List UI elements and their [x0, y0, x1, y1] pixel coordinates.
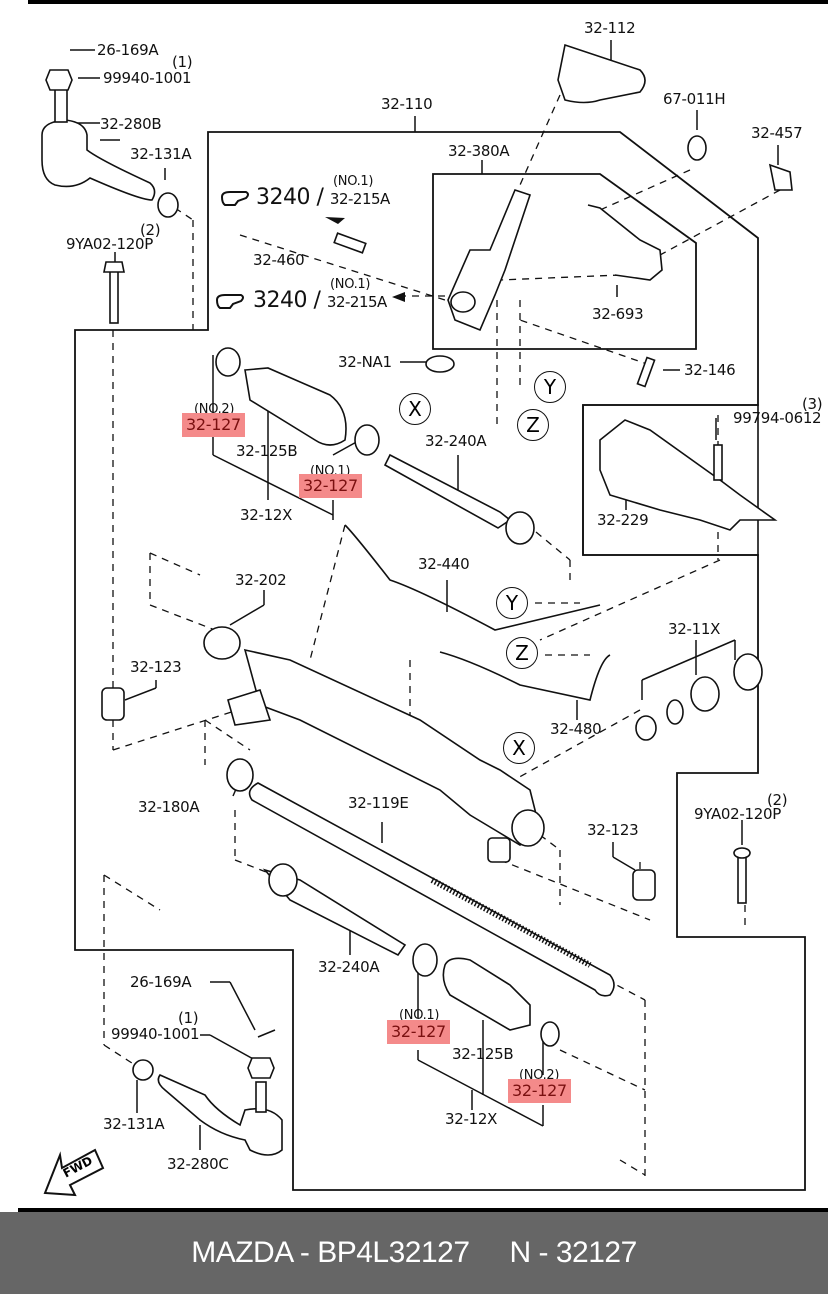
- label-32-123: 32-123: [130, 658, 182, 676]
- highlighted-part-32-127[interactable]: 32-127: [182, 413, 245, 437]
- no-label: (NO.1): [399, 1008, 440, 1023]
- label-32-180A: 32-180A: [138, 798, 200, 816]
- callout-z: Z: [517, 409, 549, 441]
- label-32-119E: 32-119E: [348, 794, 409, 812]
- label-99794-0612: 99794-0612: [733, 409, 822, 427]
- label-99940-1001: 99940-1001: [103, 69, 192, 87]
- label-32-112: 32-112: [584, 19, 636, 37]
- label-32-NA1: 32-NA1: [338, 353, 392, 371]
- highlighted-part-32-127[interactable]: 32-127: [387, 1020, 450, 1044]
- callout-z: Z: [506, 637, 538, 669]
- diagram-linework: [41, 40, 806, 1197]
- label-67-011H: 67-011H: [663, 90, 726, 108]
- label-32-240A: 32-240A: [318, 958, 380, 976]
- label-32-146: 32-146: [684, 361, 736, 379]
- label-32-11X: 32-11X: [668, 620, 721, 638]
- highlighted-part-32-127[interactable]: 32-127: [508, 1079, 571, 1103]
- bottom-border: [18, 1208, 828, 1212]
- ref-link-3240[interactable]: 3240 / 32-215A: [256, 185, 390, 210]
- qty-label: (3): [802, 395, 823, 413]
- label-32-440: 32-440: [418, 555, 470, 573]
- label-32-125B: 32-125B: [452, 1045, 514, 1063]
- label-32-125B: 32-125B: [236, 442, 298, 460]
- parts-diagram: 26-169A (1) 99940-1001 32-280B 32-131A (…: [41, 19, 823, 1197]
- label-32-131A: 32-131A: [103, 1115, 165, 1133]
- fwd-arrow: [43, 1148, 105, 1197]
- top-border: [28, 0, 828, 4]
- part-number-text: MAZDA - BP4L32127: [191, 1236, 470, 1269]
- label-32-380A: 32-380A: [448, 142, 510, 160]
- qty-label: (2): [140, 221, 161, 239]
- label-32-480: 32-480: [550, 720, 602, 738]
- rack-32-119E: [248, 782, 615, 997]
- outline-32-110: [74, 131, 806, 1191]
- label-32-229: 32-229: [597, 511, 649, 529]
- callout-x: X: [503, 732, 535, 764]
- caption-bar: MAZDA - BP4L32127 N - 32127: [0, 1212, 828, 1294]
- label-32-240A: 32-240A: [425, 432, 487, 450]
- label-32-460: 32-460: [253, 251, 305, 269]
- qty-label: (1): [178, 1009, 199, 1027]
- outline-32-229: [582, 404, 759, 556]
- callout-y: Y: [496, 587, 528, 619]
- callout-x: X: [399, 393, 431, 425]
- highlighted-part-32-127[interactable]: 32-127: [299, 474, 362, 498]
- hand-pointer-icon: [215, 191, 249, 309]
- label-9YA02-120P: 9YA02-120P: [694, 805, 781, 823]
- label-32-12X: 32-12X: [240, 506, 293, 524]
- label-26-169A: 26-169A: [130, 973, 192, 991]
- callout-y: Y: [534, 371, 566, 403]
- label-32-693: 32-693: [592, 305, 644, 323]
- qty-label: (1): [172, 53, 193, 71]
- tie-rod-end-32-280B: [41, 119, 156, 201]
- boot-32-125B-bottom: [442, 957, 531, 1031]
- boot-32-125B-top: [244, 367, 347, 446]
- label-32-12X: 32-12X: [445, 1110, 498, 1128]
- code-text: N - 32127: [509, 1236, 638, 1269]
- label-32-123: 32-123: [587, 821, 639, 839]
- label-32-280C: 32-280C: [167, 1155, 229, 1173]
- outline-32-380A: [432, 173, 697, 350]
- ref-note: (NO.1): [333, 174, 374, 189]
- tie-rod-end-32-280C: [157, 1074, 283, 1156]
- label-9YA02-120P: 9YA02-120P: [66, 235, 153, 253]
- label-32-457: 32-457: [751, 124, 803, 142]
- qty-label: (2): [767, 791, 788, 809]
- bracket-32-229: [599, 419, 778, 531]
- label-26-169A: 26-169A: [97, 41, 159, 59]
- label-32-202: 32-202: [235, 571, 287, 589]
- label-32-131A: 32-131A: [130, 145, 192, 163]
- label-99940-1001: 99940-1001: [111, 1025, 200, 1043]
- ref-note: (NO.1): [330, 277, 371, 292]
- label-32-280B: 32-280B: [100, 115, 162, 133]
- ref-link-3240[interactable]: 3240 / 32-215A: [253, 288, 387, 313]
- boot-32-112: [557, 43, 646, 104]
- label-32-110: 32-110: [381, 95, 433, 113]
